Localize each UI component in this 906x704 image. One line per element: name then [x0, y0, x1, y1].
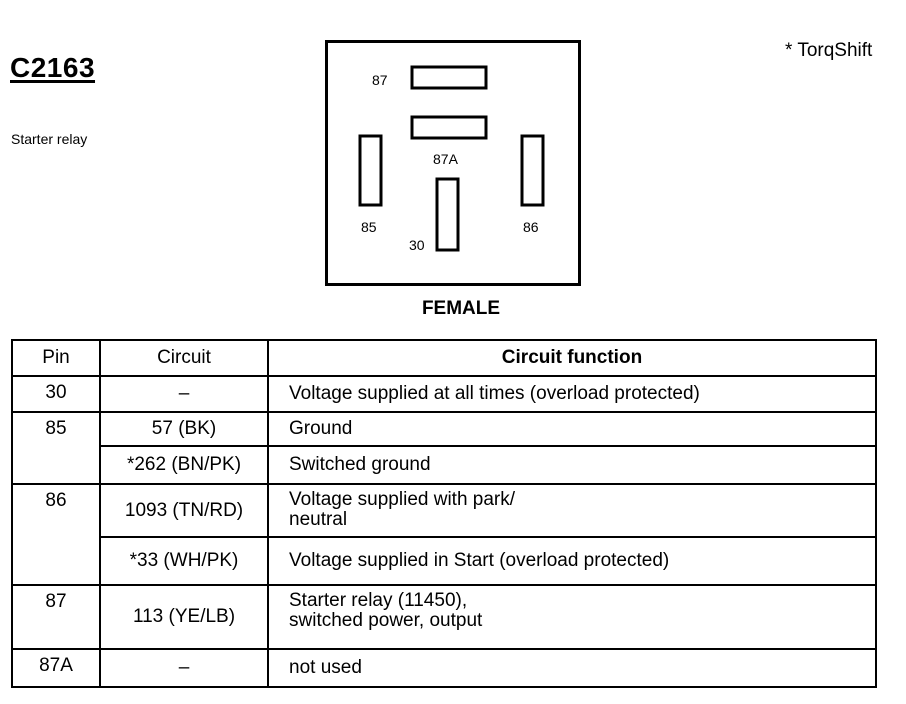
pinout-table-body: 30–Voltage supplied at all times (overlo… — [11, 375, 877, 688]
pin-cell: 87A — [11, 648, 101, 688]
circuit-cell: *262 (BN/PK) — [99, 445, 269, 485]
pinout-table: Pin Circuit Circuit function 30–Voltage … — [11, 339, 877, 688]
pin-cell: 30 — [11, 375, 101, 413]
terminal-label: 85 — [361, 219, 377, 235]
terminal-label: 86 — [523, 219, 539, 235]
terminal-87 — [410, 65, 488, 90]
terminal-label: 87 — [372, 72, 388, 88]
circuit-cell: – — [99, 375, 269, 413]
terminal-85 — [358, 134, 383, 207]
table-row: *33 (WH/PK)Voltage supplied in Start (ov… — [12, 536, 877, 586]
function-line: neutral — [289, 509, 348, 530]
circuit-cell: 113 (YE/LB) — [99, 584, 269, 650]
function-line: switched power, output — [289, 610, 483, 631]
connector-description: Starter relay — [11, 131, 88, 147]
connector-id: C2163 — [10, 52, 96, 83]
connector-gender-label: FEMALE — [421, 298, 501, 319]
connector-face-diagram: 87 87A 85 30 86 — [325, 40, 581, 286]
table-row: *262 (BN/PK)Switched ground — [12, 445, 877, 485]
pin-column-header: Pin — [11, 339, 101, 377]
table-row: 30–Voltage supplied at all times (overlo… — [11, 375, 877, 413]
pin-cell: 86 — [11, 483, 101, 586]
function-cell: Voltage supplied at all times (overload … — [267, 375, 877, 413]
circuit-cell: 1093 (TN/RD) — [99, 483, 269, 538]
terminal-30 — [435, 177, 460, 252]
function-cell: Starter relay (11450),switched power, ou… — [267, 584, 877, 650]
terminal-87a — [410, 115, 488, 140]
circuit-cell: *33 (WH/PK) — [99, 536, 269, 586]
circuit-column-header: Circuit — [99, 339, 269, 377]
pin-cell: 87 — [11, 584, 101, 650]
function-cell: Ground — [267, 411, 877, 447]
table-header-row: Pin Circuit Circuit function — [11, 339, 877, 377]
pin-cell: 85 — [11, 411, 101, 485]
footnote-torqshift: * TorqShift — [785, 40, 873, 61]
function-line: Voltage supplied with park/ — [289, 489, 516, 510]
terminal-label: 87A — [433, 151, 459, 167]
function-column-header: Circuit function — [267, 339, 877, 377]
circuit-cell: 57 (BK) — [99, 411, 269, 447]
terminal-86 — [520, 134, 545, 207]
terminal-label: 30 — [409, 237, 425, 253]
function-line: Starter relay (11450), — [289, 590, 468, 611]
function-cell: Voltage supplied in Start (overload prot… — [267, 536, 877, 586]
function-cell: Switched ground — [267, 445, 877, 485]
table-row: 87A–not used — [11, 648, 877, 688]
function-cell: not used — [267, 648, 877, 688]
circuit-cell: – — [99, 648, 269, 688]
function-cell: Voltage supplied with park/neutral — [267, 483, 877, 538]
